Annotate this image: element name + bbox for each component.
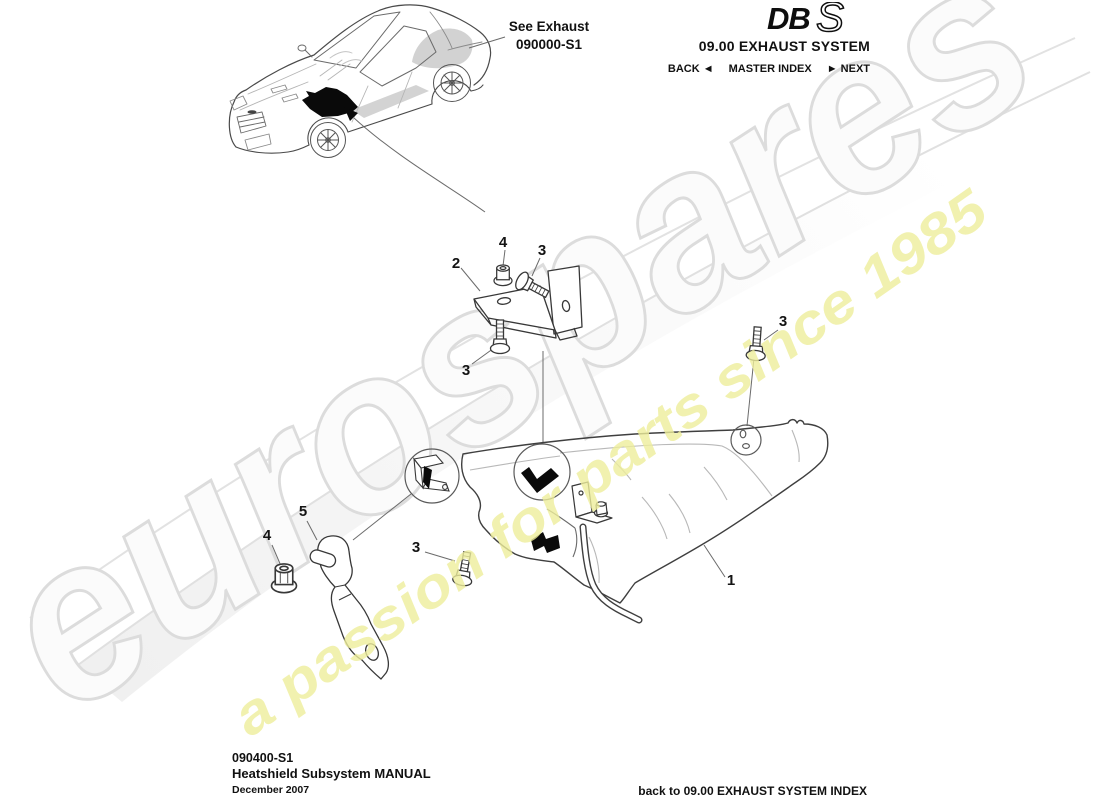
header-nav: BACK ◄ MASTER INDEX ► NEXT [668,63,870,75]
fixing-wedge-mark [531,532,560,553]
page-title: 09.00 EXHAUST SYSTEM [698,38,870,54]
see-exhaust-link[interactable]: See Exhaust 090000-S1 [494,18,604,54]
mounting-arrow-icon [521,467,559,493]
see-exhaust-line1: See Exhaust [508,19,590,34]
leader-lines [271,36,779,578]
nav-master-index-link[interactable]: MASTER INDEX [728,63,812,75]
detail-circle-center [513,443,571,501]
dbs-logo: DB S [767,2,845,36]
nav-next-link[interactable]: ► NEXT [826,63,870,75]
bolt-drawing [745,326,766,362]
front-wheel [310,122,346,158]
part-callout-1: 1 [726,572,736,589]
flange-nut-drawing [493,264,513,287]
heatshield-part-drawing [461,418,829,624]
part-callout-3: 3 [461,362,471,379]
strap-bracket-drawing [309,535,390,680]
bolt-drawing [489,319,511,355]
rear-wheel [433,64,471,102]
car-exhaust-shading [412,28,473,69]
part-callout-2: 2 [451,255,461,272]
part-callout-3: 3 [778,313,788,330]
back-to-index-link[interactable]: back to 09.00 EXHAUST SYSTEM INDEX [638,784,867,798]
document-info: 090400-S1 Heatshield Subsystem MANUAL De… [232,751,431,798]
part-callout-3: 3 [537,242,547,259]
document-title: Heatshield Subsystem MANUAL [232,766,431,781]
part-callout-4: 4 [262,527,272,544]
nav-back-link[interactable]: BACK ◄ [667,63,714,75]
bolt-drawing [452,551,473,587]
page-header: DB S 09.00 EXHAUST SYSTEM BACK ◄ MASTER … [668,2,870,75]
dbs-logo-db: DB [767,2,810,36]
part-callout-4: 4 [498,234,508,251]
see-exhaust-line2: 090000-S1 [515,36,583,52]
bracket-part-drawing [473,265,583,341]
part-callout-5: 5 [298,503,308,520]
flange-nut-drawing [270,563,298,594]
grille [236,111,267,134]
car-illustration [228,4,492,158]
dbs-logo-s: S [816,2,844,36]
detail-circle-left [404,448,460,504]
document-date: December 2007 [232,784,310,796]
heatshield-location-patch [302,87,358,117]
headlight [229,95,248,111]
detail-circle-right [730,424,762,456]
location-arrow-icon [344,107,358,121]
document-code: 090400-S1 [232,751,294,765]
bolt-drawing [515,271,550,299]
part-callout-3: 3 [411,539,421,556]
watermark-brand: eurospares [0,0,1077,761]
